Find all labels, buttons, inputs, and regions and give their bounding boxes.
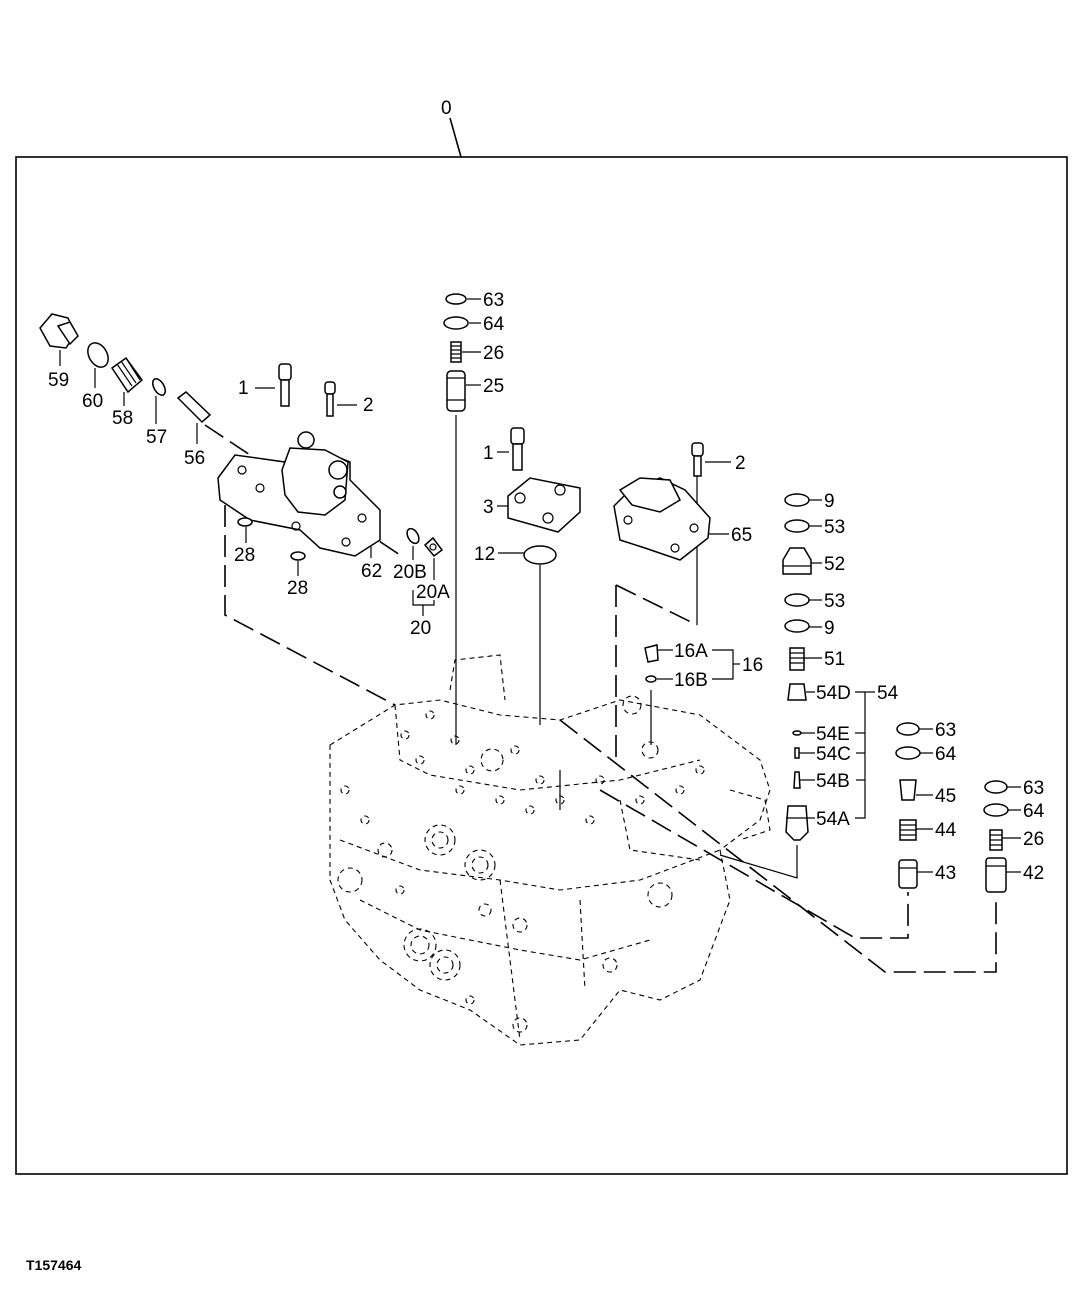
- callout-65: 65: [731, 525, 752, 546]
- callout-20: 20: [410, 618, 431, 639]
- callout-58: 58: [112, 408, 133, 429]
- diagram-frame: [15, 156, 1068, 1175]
- callout-63b: 63: [935, 720, 956, 741]
- cover-65: [613, 477, 711, 561]
- o-ring-63b: [896, 722, 920, 736]
- callout-3: 3: [483, 497, 494, 518]
- callout-2a: 2: [363, 395, 374, 416]
- control-valve-body: [329, 654, 771, 1046]
- callout-0: 0: [441, 98, 452, 119]
- callout-16a: 16A: [674, 641, 708, 662]
- plug-16a: [644, 644, 659, 663]
- o-ring-63c: [984, 780, 1008, 794]
- callout-64c: 64: [1023, 801, 1045, 822]
- callout-1a: 1: [238, 378, 249, 399]
- callout-43: 43: [935, 863, 956, 884]
- plug-59: [39, 313, 79, 349]
- poppet-56: [176, 391, 212, 424]
- spring-26a: [450, 341, 462, 363]
- callout-16: 16: [742, 655, 763, 676]
- callout-54e: 54E: [816, 724, 850, 745]
- plug-52: [782, 547, 812, 575]
- spring-51: [789, 647, 805, 671]
- callout-28b: 28: [287, 578, 308, 599]
- callout-26a: 26: [483, 343, 504, 364]
- o-ring-12: [523, 545, 557, 565]
- o-ring-60: [87, 342, 109, 368]
- callout-63a: 63: [483, 290, 504, 311]
- o-ring-63a: [445, 293, 467, 305]
- callout-63c: 63: [1023, 778, 1044, 799]
- figure-reference: T157464: [26, 1257, 81, 1273]
- part-54d: [787, 683, 807, 701]
- part-54b: [793, 771, 801, 789]
- o-ring-20b: [406, 527, 420, 545]
- flange-3: [507, 477, 581, 533]
- callout-62: 62: [361, 561, 382, 582]
- callout-45: 45: [935, 786, 956, 807]
- callout-54d: 54D: [816, 683, 851, 704]
- cover-62: [217, 431, 381, 557]
- sleeve-43: [898, 859, 918, 889]
- callout-57: 57: [146, 427, 167, 448]
- o-ring-9b: [784, 619, 810, 633]
- spring-26b: [989, 829, 1003, 851]
- part-54c: [794, 747, 800, 759]
- callout-60: 60: [82, 391, 103, 412]
- o-ring-28a: [237, 517, 253, 527]
- callout-59: 59: [48, 370, 69, 391]
- part-54a: [785, 805, 809, 841]
- callout-20a: 20A: [416, 582, 450, 603]
- callout-2b: 2: [735, 453, 746, 474]
- sleeve-42: [985, 857, 1007, 893]
- bolt-1b: [510, 427, 525, 471]
- callout-53a: 53: [824, 517, 845, 538]
- callout-64b: 64: [935, 744, 957, 765]
- callout-9b: 9: [824, 618, 835, 639]
- callout-25: 25: [483, 376, 504, 397]
- o-ring-64a: [443, 316, 469, 330]
- callout-42: 42: [1023, 863, 1044, 884]
- o-ring-28b: [290, 551, 306, 561]
- washer-57: [152, 378, 166, 396]
- callout-54b: 54B: [816, 771, 850, 792]
- plug-20a: [423, 536, 444, 558]
- spring-58: [110, 356, 144, 394]
- callout-54a: 54A: [816, 809, 850, 830]
- callout-12: 12: [474, 544, 495, 565]
- callout-9a: 9: [824, 491, 835, 512]
- o-ring-64c: [983, 803, 1009, 817]
- callout-53b: 53: [824, 591, 845, 612]
- bolt-2a: [324, 381, 336, 417]
- callout-51: 51: [824, 649, 845, 670]
- leader-0: [449, 117, 462, 158]
- bolt-1a: [278, 363, 292, 407]
- callout-16b: 16B: [674, 670, 708, 691]
- leader-lines: [59, 298, 1021, 873]
- callout-20b: 20B: [393, 562, 427, 583]
- callout-52: 52: [824, 554, 845, 575]
- sleeve-25: [446, 370, 466, 412]
- spring-44: [899, 819, 917, 841]
- callout-56: 56: [184, 448, 205, 469]
- callout-44: 44: [935, 820, 957, 841]
- o-ring-64b: [895, 746, 921, 760]
- callout-28a: 28: [234, 545, 255, 566]
- bolt-2b: [691, 442, 704, 477]
- backup-ring-53b: [784, 593, 810, 607]
- callout-54c: 54C: [816, 744, 851, 765]
- o-ring-9a: [784, 493, 810, 507]
- callout-64a: 64: [483, 314, 505, 335]
- callout-26b: 26: [1023, 829, 1044, 850]
- o-ring-16b: [645, 675, 657, 683]
- callout-54: 54: [877, 683, 899, 704]
- backup-ring-53a: [784, 519, 810, 533]
- callout-1b: 1: [483, 443, 494, 464]
- part-54e: [792, 730, 802, 736]
- plug-45: [899, 779, 917, 801]
